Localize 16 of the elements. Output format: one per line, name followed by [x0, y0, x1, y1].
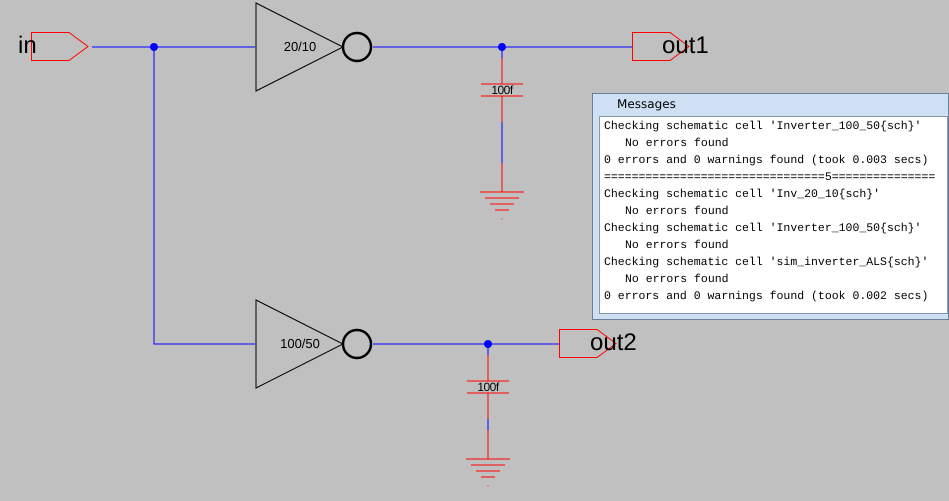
log-line: No errors found	[625, 239, 729, 252]
window-title: Messages	[617, 97, 676, 111]
log-line: ================================5===============	[604, 171, 936, 184]
log-line: No errors found	[625, 205, 729, 218]
log-line: Checking schematic cell 'Inverter_100_50{sch}'	[604, 120, 922, 133]
log-line: 0 errors and 0 warnings found (took 0.002 secs)	[604, 290, 928, 303]
log-line: No errors found	[625, 273, 729, 286]
log-line: 0 errors and 0 warnings found (took 0.003 secs)	[604, 154, 928, 167]
capacitance-label: 100f	[476, 380, 500, 394]
gate-size-label: 20/10	[282, 39, 318, 54]
log-line: Checking schematic cell 'Inverter_100_50{sch}'	[604, 222, 922, 235]
capacitance-label: 100f	[490, 83, 514, 97]
log-line: Checking schematic cell 'Inv_20_10{sch}'	[604, 188, 880, 201]
gate-size-label: 100/50	[279, 336, 321, 351]
log-line: Checking schematic cell 'sim_inverter_ALS{sch}'	[604, 256, 928, 269]
log-line: No errors found	[625, 137, 729, 150]
